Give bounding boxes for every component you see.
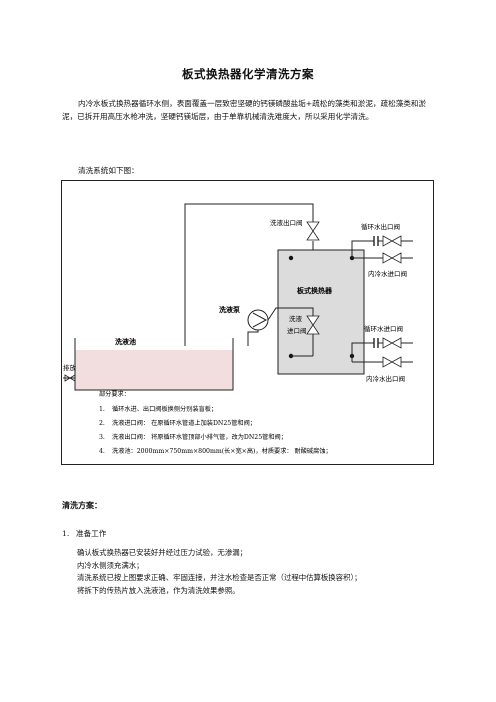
note-2-text: 洗液进口阀： 在原循环水管道上加装DN25管和阀； xyxy=(112,419,256,427)
circ-water-outlet-valve: 循环水出口阀 xyxy=(351,222,413,258)
note-4-num: 4. xyxy=(99,448,105,455)
note-3-text: 洗液出口阀： 将原循环水管顶部小排气管，改为DN25管和阀； xyxy=(112,433,287,441)
notes-title: 部分要求： xyxy=(99,390,130,398)
step-1-number: 1. xyxy=(62,529,70,538)
note-2-num: 2. xyxy=(99,420,105,427)
circ-water-inlet-valve: 循环水进口阀 xyxy=(351,324,413,356)
inner-water-outlet-valve: 内冷水出口阀 xyxy=(351,356,413,383)
outlet-valve-label: 洗液出口阀 xyxy=(270,218,303,227)
plate-heat-exchanger: 板式换热器 xyxy=(277,249,365,375)
inlet-valve-label-1: 洗液 xyxy=(289,314,303,323)
cleaning-system-diagram: 洗液池 排放 洗液出口阀 板式换热器 循环水出口阀 内冷水进口阀 xyxy=(63,203,413,455)
step-1-body: 确认板式换热器已安装好并经过压力试验，无渗漏； 内冷水侧须充满水； 清洗系统已按… xyxy=(77,547,433,597)
note-4-text: 洗液池：2000mm×750mm×800mm(长×宽×高)，材质要求： 耐酸碱腐… xyxy=(112,447,332,455)
inner-water-outlet-label: 内冷水出口阀 xyxy=(366,374,405,383)
outlet-valve: 洗液出口阀 xyxy=(270,218,320,241)
step-1-heading: 1. 准备工作 xyxy=(62,528,106,539)
diagram-frame xyxy=(61,180,434,465)
pump-label: 洗液泵 xyxy=(219,305,240,314)
requirements-notes: 部分要求： 1. 循环水进、出口阀板换侧分别装盲板； 2. 洗液进口阀： 在原循… xyxy=(99,390,332,455)
drain-valve: 排放 xyxy=(63,363,77,382)
drain-label: 排放 xyxy=(63,363,77,372)
cleaning-pump: 洗液泵 xyxy=(219,305,269,331)
tank-liquid xyxy=(75,350,233,390)
tank-label: 洗液池 xyxy=(115,337,136,346)
step-1-line-1: 确认板式换热器已安装好并经过压力试验，无渗漏； xyxy=(77,548,247,557)
inlet-pipe xyxy=(267,307,314,321)
cleaning-tank: 洗液池 xyxy=(74,337,234,391)
exchanger-label: 板式换热器 xyxy=(297,286,333,295)
note-1-num: 1. xyxy=(99,406,105,413)
circ-water-outlet-label: 循环水出口阀 xyxy=(361,222,400,231)
note-1-text: 循环水进、出口阀板换侧分别装盲板； xyxy=(112,405,217,413)
outlet-pipe xyxy=(184,203,314,346)
inner-water-inlet-valve: 内冷水进口阀 xyxy=(352,252,413,278)
step-1-title: 准备工作 xyxy=(76,529,107,538)
diagram-caption: 清洗系统如下图： xyxy=(78,166,139,175)
note-3-num: 3. xyxy=(99,434,105,441)
inlet-valve: 洗液 进口阀 xyxy=(287,314,320,335)
step-1-line-2: 内冷水侧须充满水； xyxy=(77,560,144,570)
inlet-valve-label-2: 进口阀 xyxy=(287,326,307,335)
step-1-line-3: 清洗系统已按上图要求正确、牢固连接，并注水检查是否正常（过程中估算板换容积）； xyxy=(77,573,362,582)
intro-paragraph: 内冷水板式换热器循环水侧，表面覆盖一层致密坚硬的钙镁磷酸盐垢+疏松的藻类和淤泥，… xyxy=(62,99,427,121)
plan-title: 清洗方案： xyxy=(62,500,102,510)
inner-water-inlet-label: 内冷水进口阀 xyxy=(368,269,407,278)
step-1-line-4: 将拆下的传热片放入洗液池，作为清洗效果参照。 xyxy=(77,585,240,595)
document-title: 板式换热器化学清洗方案 xyxy=(182,67,314,81)
circ-water-inlet-label: 循环水进口阀 xyxy=(364,324,403,333)
